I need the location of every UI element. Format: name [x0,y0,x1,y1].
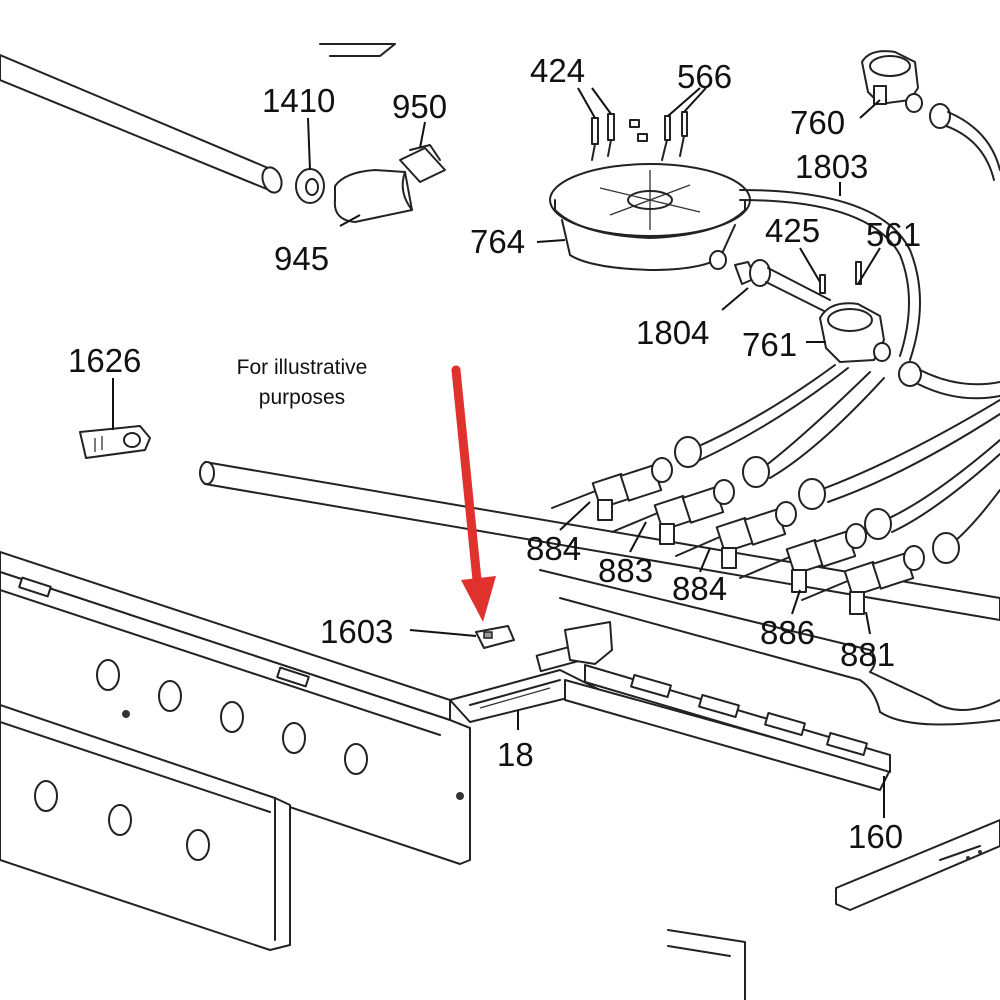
label-884-left: 884 [526,530,581,567]
control-panel [0,551,471,865]
label-883: 883 [598,552,653,589]
label-566: 566 [677,58,732,95]
burner-head-764 [549,163,751,271]
bottom-right-bracket [835,819,1000,911]
label-18: 18 [497,736,534,773]
top-edge-bracket [319,43,396,57]
valve-886 [739,523,867,593]
label-561: 561 [866,216,921,253]
label-945: 945 [274,240,329,277]
tubing-1804 [734,259,831,313]
label-160: 160 [848,818,903,855]
label-1410: 1410 [262,82,335,119]
cap-945 [333,169,413,223]
leader-lines [112,87,885,818]
tube-bundle [674,364,1000,564]
label-886: 886 [760,614,815,651]
note-line-2: purposes [259,386,345,409]
valve-884-right [675,501,797,569]
grommet-1410 [295,168,325,204]
bracket-18 [449,621,613,723]
label-764: 764 [470,223,525,260]
rail-160 [564,664,891,791]
clip-1603 [475,625,515,649]
label-1804: 1804 [636,314,709,351]
frame-rail [539,569,1000,726]
valve-881 [801,545,925,615]
tubing-1803 [739,111,1000,361]
valve-761 [819,261,891,363]
valve-883 [611,479,735,545]
label-425: 425 [765,212,820,249]
electrode-424 [591,113,615,161]
note-line-1: For illustrative [237,356,368,379]
bracket-1626 [79,425,151,459]
valve-884-left [551,457,673,521]
electrode-566 [629,111,688,161]
label-760: 760 [790,104,845,141]
bottom-fragment [667,929,746,1000]
lower-panel [0,704,291,951]
label-884-right: 884 [672,570,727,607]
clip-950 [399,144,446,183]
label-1803: 1803 [795,148,868,185]
burner-rod-top [0,54,283,194]
highlight-arrow [451,365,496,622]
label-761: 761 [742,326,797,363]
tubing-right [898,361,1000,400]
label-1603: 1603 [320,613,393,650]
label-950: 950 [392,88,447,125]
label-1626: 1626 [68,342,141,379]
label-424: 424 [530,52,585,89]
valve-760 [861,50,951,129]
label-881: 881 [840,636,895,673]
